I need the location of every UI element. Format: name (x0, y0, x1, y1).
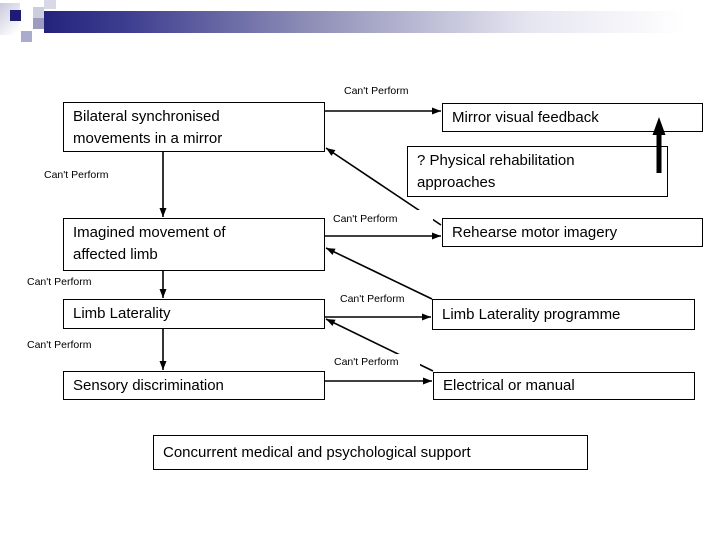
node-text: Rehearse motor imagery (452, 223, 618, 241)
pixel-square-light (33, 7, 44, 18)
node-mirror-visual-feedback: Mirror visual feedback (442, 103, 703, 132)
node-text: affected limb (73, 246, 158, 263)
pixel-square-medium (33, 18, 44, 29)
node-physical-rehabilitation-approaches: ? Physical rehabilitation approaches (407, 146, 668, 197)
node-concurrent-support: Concurrent medical and psychological sup… (153, 435, 588, 470)
node-text: Sensory discrimination (73, 376, 224, 394)
node-text: ? Physical rehabilitation (417, 152, 575, 169)
header-gradient-bar (44, 11, 720, 33)
node-sensory-discrimination: Sensory discrimination (63, 371, 325, 400)
node-limb-laterality: Limb Laterality (63, 299, 325, 329)
cant-perform-label: Can't Perform (331, 354, 420, 372)
cant-perform-label: Can't Perform (330, 210, 433, 229)
node-text: approaches (417, 174, 496, 191)
node-rehearse-motor-imagery: Rehearse motor imagery (442, 218, 703, 247)
node-electrical-or-manual: Electrical or manual (433, 372, 695, 400)
node-text: Imagined movement of (73, 224, 226, 241)
cant-perform-label: Can't Perform (24, 275, 95, 290)
node-text: Limb Laterality (73, 305, 171, 322)
pixel-square-navy (10, 10, 21, 21)
node-text: Mirror visual feedback (452, 108, 599, 126)
node-text: Concurrent medical and psychological sup… (163, 443, 471, 461)
node-limb-laterality-programme: Limb Laterality programme (432, 299, 695, 330)
cant-perform-label: Can't Perform (41, 168, 112, 183)
cant-perform-label: Can't Perform (24, 338, 95, 353)
cant-perform-label: Can't Perform (337, 292, 408, 307)
node-text: Electrical or manual (443, 377, 575, 394)
node-bilateral-synchronised-movements: Bilateral synchronised movements in a mi… (63, 102, 325, 152)
node-imagined-movement: Imagined movement of affected limb (63, 218, 325, 271)
pixel-square-grey (44, 0, 56, 9)
cant-perform-label: Can't Perform (341, 84, 412, 99)
node-text: Limb Laterality programme (442, 305, 621, 323)
pixel-square-purple (21, 31, 32, 42)
node-text: movements in a mirror (73, 130, 223, 147)
node-text: Bilateral synchronised (73, 108, 220, 125)
